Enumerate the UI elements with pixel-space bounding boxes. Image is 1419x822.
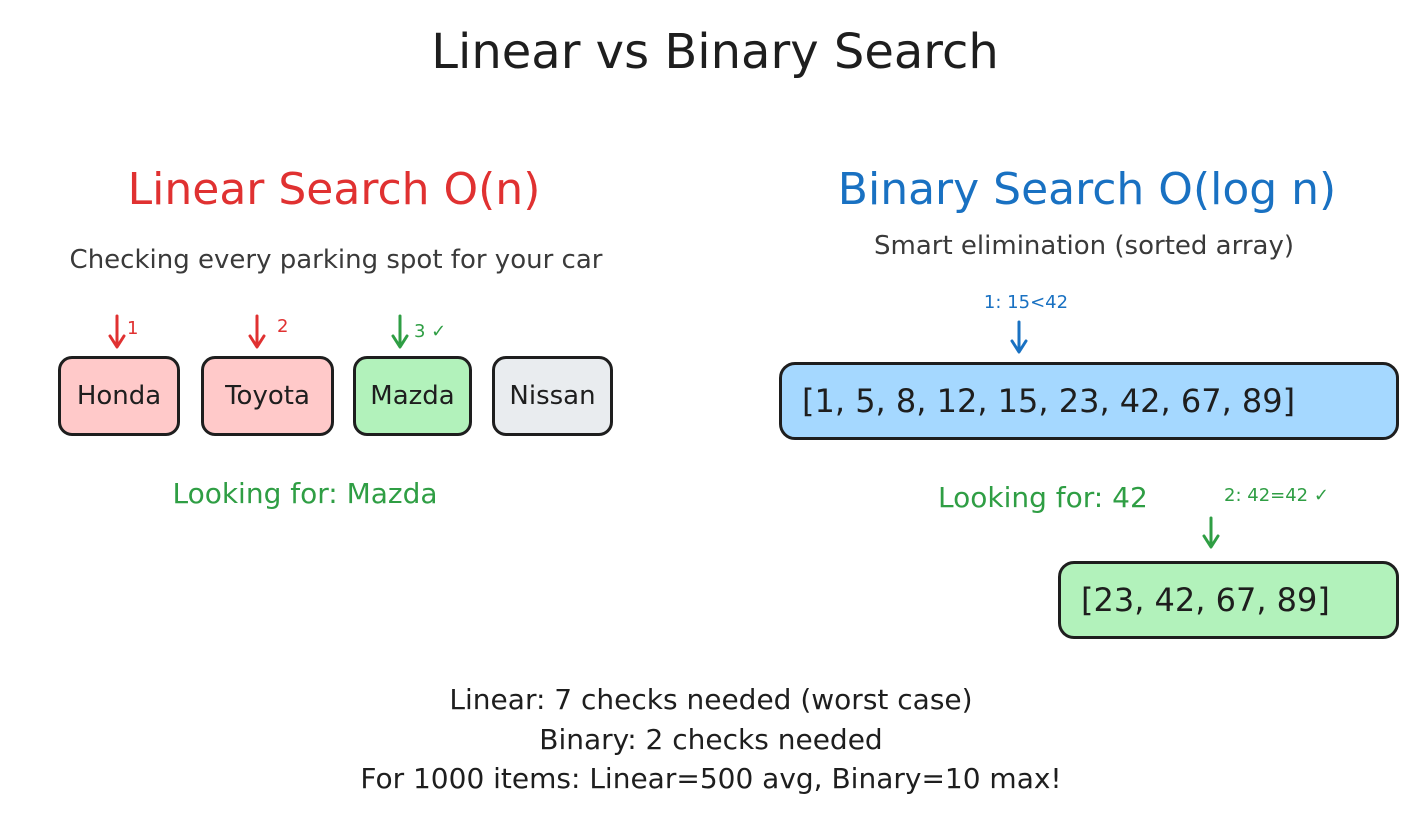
linear-subtitle: Checking every parking spot for your car xyxy=(69,245,603,275)
car-mazda-label: Mazda xyxy=(370,381,455,411)
summary-line-3: For 1000 items: Linear=500 avg, Binary=1… xyxy=(360,762,1062,795)
linear-step-1-label: 1 xyxy=(127,318,139,339)
linear-step-2-label: 2 xyxy=(277,316,289,337)
binary-target: Looking for: 42 xyxy=(938,481,1148,514)
car-toyota-box: Toyota xyxy=(201,356,334,436)
linear-heading: Linear Search O(n) xyxy=(127,164,541,215)
half-array-box: [23, 42, 67, 89] xyxy=(1058,561,1399,639)
arrow-down-icon xyxy=(108,314,126,349)
summary-line-1: Linear: 7 checks needed (worst case) xyxy=(449,683,973,716)
car-nissan-label: Nissan xyxy=(509,381,596,411)
diagram-title: Linear vs Binary Search xyxy=(431,24,999,80)
car-nissan-box: Nissan xyxy=(492,356,613,436)
full-array-box: [1, 5, 8, 12, 15, 23, 42, 67, 89] xyxy=(779,362,1399,440)
half-array-text: [23, 42, 67, 89] xyxy=(1081,581,1330,619)
car-honda-label: Honda xyxy=(76,381,162,411)
arrow-down-icon xyxy=(1010,320,1028,354)
car-toyota-label: Toyota xyxy=(225,381,310,411)
arrow-down-icon xyxy=(391,314,409,349)
binary-subtitle: Smart elimination (sorted array) xyxy=(874,231,1294,261)
linear-target: Looking for: Mazda xyxy=(172,477,438,510)
arrow-down-icon xyxy=(1202,516,1220,549)
summary-line-2: Binary: 2 checks needed xyxy=(539,723,883,756)
linear-step-3-label: 3 ✓ xyxy=(414,321,447,342)
car-honda-box: Honda xyxy=(58,356,180,436)
binary-step-1-label: 1: 15<42 xyxy=(983,292,1069,313)
binary-step-2-label: 2: 42=42 ✓ xyxy=(1224,485,1329,506)
car-mazda-box: Mazda xyxy=(353,356,472,436)
arrow-down-icon xyxy=(248,314,266,349)
binary-heading: Binary Search O(log n) xyxy=(837,164,1337,215)
full-array-text: [1, 5, 8, 12, 15, 23, 42, 67, 89] xyxy=(802,382,1296,420)
